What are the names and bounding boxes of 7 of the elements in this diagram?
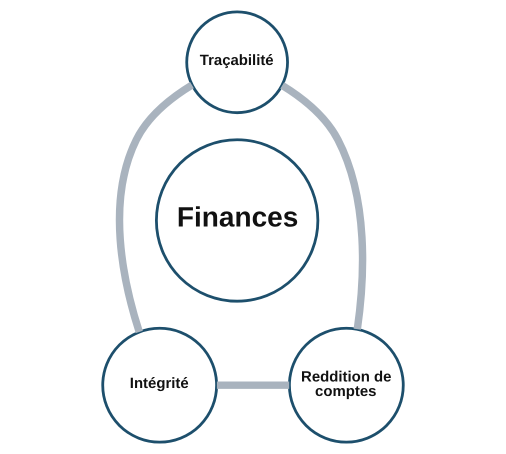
node-circle: Reddition de comptes [288,326,405,444]
connector [280,82,366,330]
connector [216,381,290,389]
connector [116,82,194,334]
node-circle: Traçabilité [185,10,289,114]
node-circle: Intégrité [101,326,218,444]
node-circle: Finances [155,138,320,303]
